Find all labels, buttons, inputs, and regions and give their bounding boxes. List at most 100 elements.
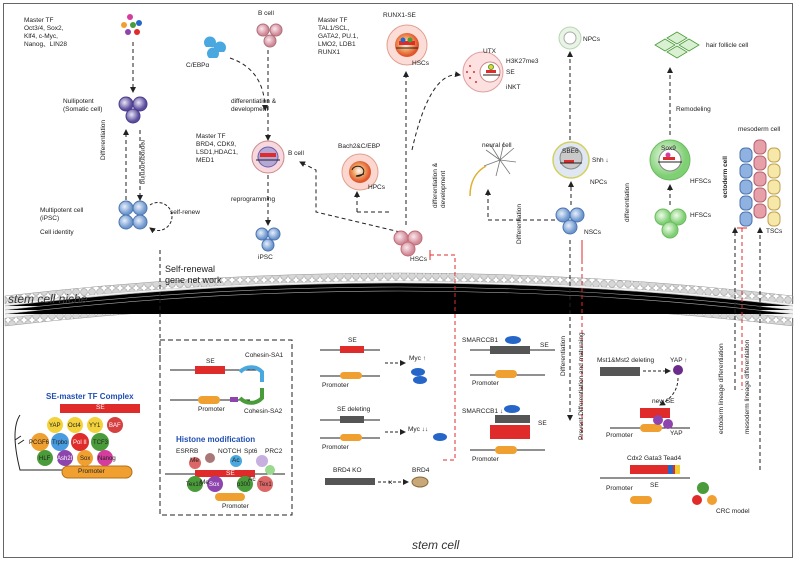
tf-node-hlf: HLF xyxy=(39,456,51,462)
runx1-hsc-cell xyxy=(386,24,428,66)
histone-diagram xyxy=(165,453,285,501)
cohesin-sa2-label: Cohesin-SA2 xyxy=(244,408,283,415)
reprogramming-label-2: reprogramming xyxy=(231,196,276,203)
smarccb1-1-label: SMARCCB1 xyxy=(462,337,499,344)
se-label-smarccb1-1: SE xyxy=(540,342,549,349)
nscs-label: NSCs xyxy=(584,229,601,236)
dashed-box xyxy=(159,339,293,516)
b-cell-nucleus xyxy=(251,140,285,174)
hfscs-cells xyxy=(654,208,687,239)
tf-node-yy1: YY1 xyxy=(89,423,101,429)
tf-node-circles xyxy=(31,417,123,466)
master-tf-3: Master TF TAL1/SCL, GATA2, PU.1, LMO2, L… xyxy=(318,17,359,56)
cohesin-sa1-label: Cohesin-SA1 xyxy=(245,352,284,359)
runx1-se-label: RUNX1-SE xyxy=(383,12,416,19)
hfscs-1-label: HFSCs xyxy=(690,178,711,185)
promoter-label-1: Promoter xyxy=(78,468,105,475)
notch-label: NOTCH xyxy=(218,448,242,455)
ipsc-label: iPSC xyxy=(258,254,273,261)
crc-model-label: CRC model xyxy=(716,508,750,515)
mesoderm-cell-label: mesoderm cell xyxy=(738,126,781,133)
promoter-label-9: Promoter xyxy=(606,485,633,492)
ecto-lineage-label: ectoderm lineage differentiation xyxy=(718,343,725,434)
b-cell-mid-label: B cell xyxy=(288,150,304,157)
nscs-cells xyxy=(555,207,585,235)
promoter-label-6: Promoter xyxy=(472,380,499,387)
npcs-top-cell xyxy=(558,26,582,50)
new-se-label: new SE xyxy=(652,398,675,405)
tf-node-yap: YAP xyxy=(49,423,61,429)
differentiation-label-1: Differentiation xyxy=(100,120,107,160)
ac-label-1: Ac xyxy=(232,457,240,464)
tf-node-sox: Sox xyxy=(80,456,91,462)
brd4-ko-diagram: × xyxy=(325,476,429,488)
hscs-mid-cells xyxy=(393,230,423,257)
tf-node-trpbo: Trpbo xyxy=(52,440,68,446)
se-master-tf-title: SE-master TF Complex xyxy=(46,392,134,401)
cdx2-label: Cdx2 Gata3 Tead4 xyxy=(627,455,682,462)
differentiation-label-s: Differentiation xyxy=(560,336,567,376)
hscs-mid-label: HSCs xyxy=(410,256,427,263)
tscs-label: TSCs xyxy=(766,228,783,235)
npcs-top-label: NPCs xyxy=(583,36,600,43)
cell-column-yellow xyxy=(767,147,781,227)
figure-frame xyxy=(3,3,793,558)
multipotent-label: Multipotent cell (iPSC) xyxy=(40,207,84,222)
cebpa-shapes xyxy=(204,36,226,58)
se-label-smarccb1-2: SE xyxy=(538,420,547,427)
promoter-label-2: Promoter xyxy=(198,406,225,413)
cell-column-pink xyxy=(753,139,767,219)
ipsc-cells-2 xyxy=(255,227,281,252)
differentiation-label-n: Differentiation xyxy=(516,204,523,244)
meso-lineage-label: mesoderm lineage differentiation xyxy=(744,339,751,434)
tf-node-pcgf6: PCGF6 xyxy=(29,440,50,446)
nullipotent-cells xyxy=(118,96,148,124)
sox9-label: Sox9 xyxy=(661,145,676,152)
se-label-cohesin: SE xyxy=(206,358,215,365)
utx-label: UTX xyxy=(483,48,496,55)
se-master-tf-complex xyxy=(14,404,140,479)
prevent-diff-label: Prevent Differentiation and maturaing xyxy=(578,332,585,440)
cell-column-blue xyxy=(739,147,753,227)
nullipotent-label: Nullipotent (Somatic cell) xyxy=(63,98,103,113)
self-renew-label: self-renew xyxy=(170,209,200,216)
hscs-top-label: HSCs xyxy=(412,60,429,67)
ipsc-cells-1 xyxy=(118,200,148,230)
promoter-label-8: Promoter xyxy=(606,432,633,439)
tf-node-oct4: Oct4 xyxy=(68,423,81,429)
stem-cell-niche-label: stem cell niche xyxy=(8,292,88,306)
tf-node-baf: BAF xyxy=(109,423,121,429)
se-bar-label: SE xyxy=(96,404,105,411)
b-cell-top xyxy=(256,23,283,48)
hfscs-2-label: HFSCs xyxy=(690,212,711,219)
spt6-label: Spt6 xyxy=(244,448,258,455)
tf-node-nanog: Nanog xyxy=(98,456,116,462)
histone-title: Histone modification xyxy=(176,435,256,444)
histone-node-tex1: Tex1 xyxy=(259,482,272,488)
neural-cell xyxy=(469,141,517,197)
b-cell-top-label: B cell xyxy=(258,10,274,17)
se-label-histone: SE xyxy=(226,470,235,477)
hpcs-label: HPCs xyxy=(368,184,385,191)
smarccb1-diagram-1 xyxy=(470,336,555,378)
sbe6-cell xyxy=(552,141,590,179)
tf-node-tcf3: TCF3 xyxy=(93,440,108,446)
se-label-inkt: SE xyxy=(506,69,515,76)
brd4-ko-label: BRD4 KO xyxy=(333,467,362,474)
crc-diagram xyxy=(600,465,717,505)
h3k27me3-label: H3K27me3 xyxy=(506,58,539,65)
sbe6-label: SBE6 xyxy=(562,148,579,155)
se-label-crc: SE xyxy=(650,482,659,489)
promoter-label-7: Promoter xyxy=(472,456,499,463)
remodeling-label: Remodeling xyxy=(676,106,711,113)
histone-node-sox: Sox xyxy=(209,482,220,488)
ac-label-2: Ac xyxy=(248,476,256,483)
hpcs-cell xyxy=(341,153,379,191)
shh-label: Shh ↓ xyxy=(592,157,609,164)
reprogramming-label-1: reprogramming xyxy=(139,140,146,185)
yap-diagram xyxy=(600,365,690,432)
histone-node-tex10: Tex10 xyxy=(186,482,203,488)
se-label-myc: SE xyxy=(348,337,357,344)
svg-text:×: × xyxy=(388,478,393,487)
